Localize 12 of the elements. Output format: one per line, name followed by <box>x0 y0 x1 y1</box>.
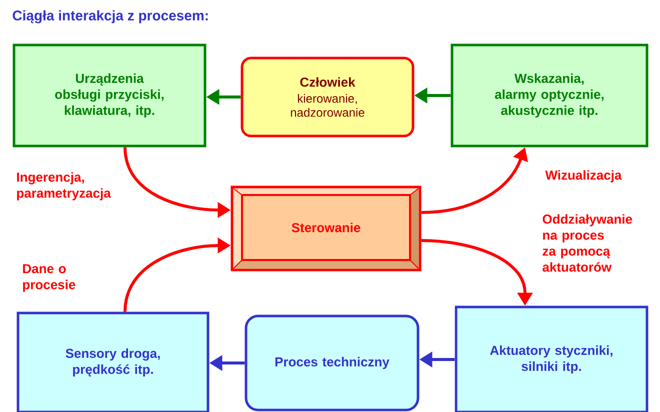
process-box: Aktuatory styczniki, silniki itp. <box>454 306 648 412</box>
edge-label: Dane o procesie <box>23 264 76 292</box>
controller-box: Sterowanie <box>230 186 422 272</box>
edge-label: Wizualizacja <box>545 170 622 182</box>
device-box: Wskazania, alarmy optycznie, akustycznie itp. <box>450 44 648 148</box>
process-box: Proces techniczny <box>244 314 420 412</box>
human-box: Człowiek kierowanie, nadzorowanie <box>240 56 414 138</box>
process-box: Sensory droga, prędkość itp. <box>16 312 210 412</box>
edge-label: Oddziaływanie na proces za pomocą aktuatorów <box>542 214 632 272</box>
edge-label: Ingerencja, parametryzacja <box>17 172 111 200</box>
title: Ciągła interakcja z procesem: <box>12 10 208 24</box>
device-box: Urządzenia obsługi przyciski, klawiatura, itp. <box>12 44 206 148</box>
